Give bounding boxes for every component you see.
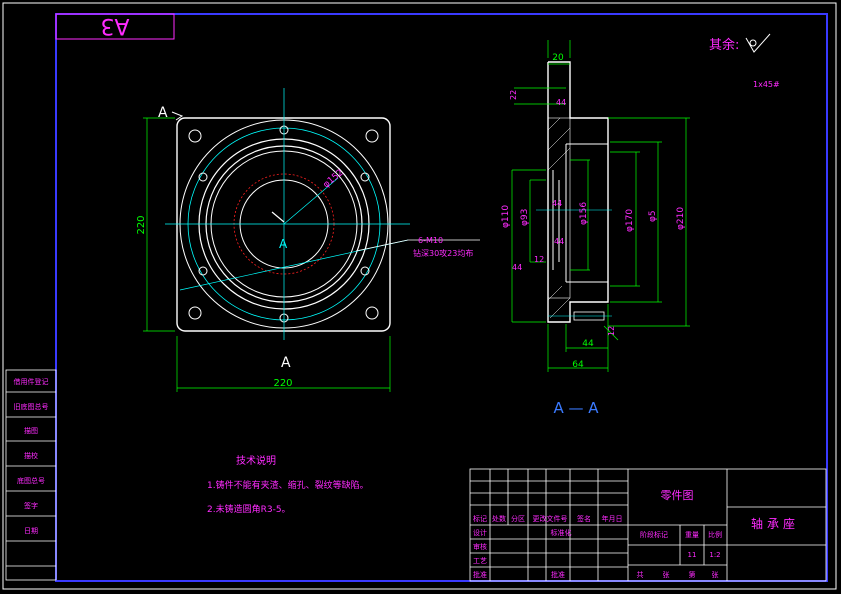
row-design: 设计 [473, 528, 487, 537]
side-table-2: 描图 [24, 426, 38, 435]
stage-mark: 阶段标记 [640, 530, 668, 539]
rev-header-1: 处数 [492, 514, 506, 523]
dim-chamfer: 1x45# [753, 80, 780, 89]
row-approve: 批准 [473, 570, 487, 579]
row-standard: 标准化 [551, 528, 572, 537]
rev-header-3: 更改文件号 [533, 514, 568, 523]
scale-label: 比例 [708, 530, 722, 539]
tech-notes-line1: 1.铸件不能有夹渣、缩孔、裂纹等缺陷。 [207, 479, 369, 491]
size-mark: A3 [100, 13, 129, 38]
row-check: 审核 [473, 542, 487, 551]
dim-small-b: 44 [554, 237, 564, 246]
sheet-word-2: 张 [712, 570, 719, 579]
dim-width: 220 [273, 378, 292, 389]
hole-callout-1: 6-M10 [418, 236, 443, 245]
side-table-6: 日期 [24, 527, 38, 535]
roughness-note: 其余: [709, 37, 739, 53]
part-name: 轴承座 [751, 516, 799, 531]
rev-header-2: 分区 [511, 514, 525, 523]
side-table-4: 底图总号 [17, 476, 45, 485]
dim-12b: 12 [607, 326, 616, 336]
side-table-1: 旧底图总号 [14, 402, 49, 411]
hole-callout-2: 钻深30攻23均布 [413, 248, 473, 258]
row-approve-2: 批准 [551, 570, 565, 579]
drawing-type: 零件图 [661, 489, 694, 502]
dim-small-a: 44 [552, 199, 562, 208]
size-mark-box [55, 13, 175, 40]
section-mark-center: A [279, 237, 288, 251]
section-mark-bottom: A [281, 355, 291, 371]
scale-value: 1:2 [709, 551, 720, 559]
dim-d93: φ93 [520, 209, 530, 226]
sheet-no: 第 [689, 570, 696, 579]
side-table-3: 描校 [24, 451, 38, 460]
weight-label: 重量 [685, 531, 699, 539]
dim-height: 220 [136, 215, 147, 234]
rev-header-5: 年月日 [602, 514, 623, 523]
tech-notes-line2: 2.未铸造圆角R3-5。 [207, 503, 291, 515]
dim-d5: φ5 [648, 210, 658, 222]
dim-44-side: 44 [512, 263, 522, 272]
inner-border [55, 13, 828, 582]
dim-d170: φ170 [625, 209, 635, 232]
roughness-symbol-icon [745, 33, 771, 53]
dim-d210: φ210 [676, 207, 686, 230]
dim-bottom-64: 64 [572, 360, 584, 370]
side-view [536, 61, 612, 323]
dim-d156: φ156 [579, 202, 589, 225]
dim-12: 12 [534, 255, 544, 264]
title-block [469, 468, 827, 582]
sheet-total: 共 [637, 570, 644, 579]
dim-bottom-44: 44 [582, 339, 594, 349]
side-table-0: 借用件登记 [14, 377, 49, 386]
section-title: A — A [553, 399, 599, 417]
front-view [165, 88, 480, 340]
dim-d110: φ110 [501, 205, 511, 228]
section-mark-top: A [158, 105, 168, 121]
rev-header-0: 标记 [473, 514, 487, 523]
dim-22: 22 [509, 90, 518, 100]
row-process: 工艺 [473, 557, 487, 565]
weight-value: 11 [688, 551, 697, 559]
tech-notes-title: 技术说明 [236, 454, 276, 467]
sheet-word-1: 张 [663, 570, 670, 579]
side-table-5: 签字 [24, 501, 38, 510]
side-table [5, 369, 57, 581]
dim-top-20: 20 [552, 53, 564, 63]
rev-header-4: 签名 [577, 514, 591, 523]
dim-44-top: 44 [556, 98, 566, 107]
